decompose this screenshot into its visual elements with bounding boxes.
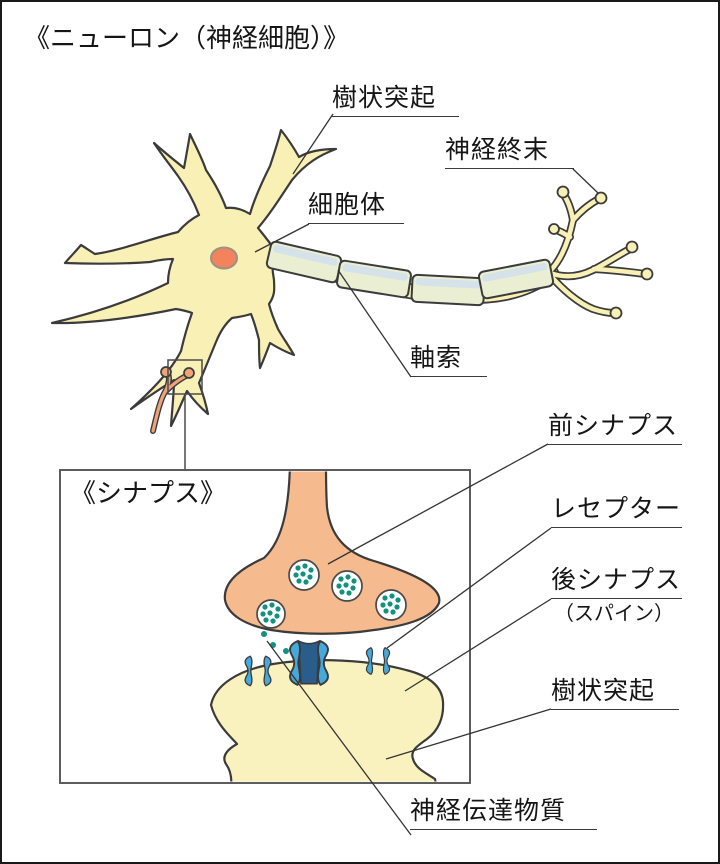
label-cell-body: 細胞体 [308, 191, 404, 224]
leader-lines [254, 113, 599, 836]
receptor-channel-open [290, 639, 328, 685]
terminal-bouton [609, 306, 623, 320]
leader-presynapse [327, 443, 549, 565]
label-dendrite-spine: 樹状突起 [551, 677, 679, 710]
terminal-bouton [625, 240, 639, 254]
terminal-bouton [548, 223, 560, 235]
leader-dendrite [292, 113, 334, 175]
label-nerve-terminal: 神経終末 [445, 136, 574, 169]
terminal-bouton [640, 267, 654, 281]
label-axon: 軸索 [410, 344, 487, 377]
leader-postsynapse [404, 598, 552, 692]
leader-cell-body [254, 223, 310, 253]
leader-neurotransmitter [266, 640, 412, 836]
label-dendrite: 樹状突起 [332, 84, 459, 117]
label-presynapse: 前シナプス [548, 412, 682, 445]
label-postsynapse: 後シナプス [551, 566, 682, 599]
page-title: 《ニューロン（神経細胞）》 [24, 23, 350, 53]
leader-receptor [386, 527, 552, 649]
cell-body-and-dendrites [50, 128, 338, 428]
leader-nerve-terminal [572, 168, 599, 194]
leader-dendrite-spine [385, 708, 552, 760]
synaptic-vesicles [256, 559, 407, 629]
leader-axon [337, 269, 412, 378]
synapse-title: 《シナプス》 [70, 478, 227, 508]
label-receptor: レセプター [551, 495, 682, 528]
nerve-terminal [548, 185, 654, 320]
nucleus [210, 246, 238, 270]
synapse-box-border [59, 469, 471, 784]
terminal-bouton [594, 191, 608, 205]
label-postsynapse-note: （スパイン） [554, 603, 674, 625]
label-neurotransmitter: 神経伝達物質 [410, 797, 597, 830]
terminal-bouton [556, 185, 570, 199]
